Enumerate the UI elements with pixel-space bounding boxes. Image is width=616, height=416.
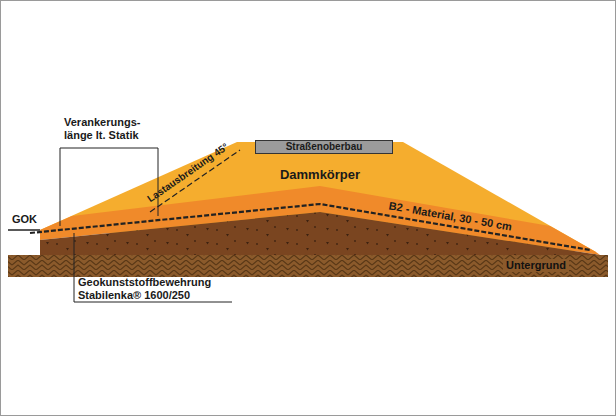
dimension-line — [158, 148, 159, 216]
subsoil-band — [8, 255, 608, 277]
dimension-line — [60, 148, 158, 149]
reinforcement-label: Geokunststoffbewehrung Stabilenka® 1600/… — [78, 276, 238, 301]
road-pavement-box: Straßenoberbau — [255, 140, 393, 154]
leader-line — [74, 233, 75, 302]
dimension-label: Verankerungs- länge lt. Statik — [64, 116, 164, 141]
region-label: Untergrund — [503, 259, 569, 272]
node-text: Straßenoberbau — [286, 141, 363, 153]
existing-soil — [40, 212, 600, 255]
region-label: Dammkörper — [280, 168, 360, 183]
b2-layer — [40, 186, 600, 255]
ground-line — [8, 229, 40, 231]
leader-line — [74, 302, 232, 303]
ground-level-label: GOK — [12, 213, 37, 226]
dimension-line — [60, 148, 61, 226]
